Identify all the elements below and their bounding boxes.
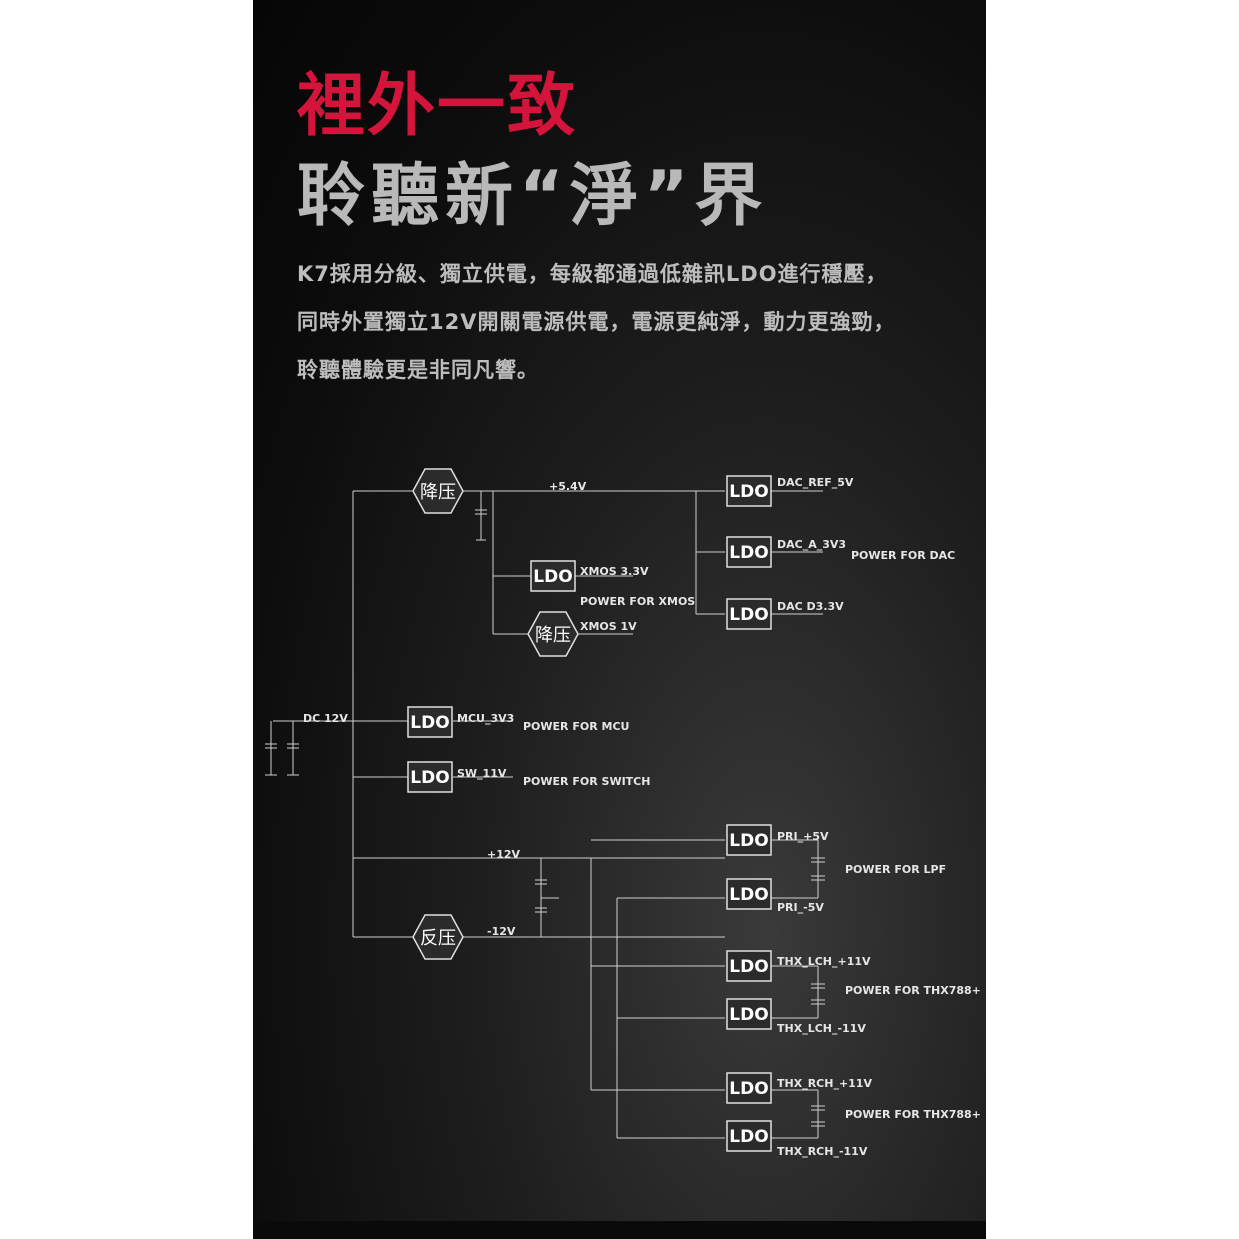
label-sw: SW_11V <box>457 767 507 780</box>
step-down-hex-top: 降压 <box>412 468 464 514</box>
svg-text:LDO: LDO <box>410 768 449 788</box>
svg-text:LDO: LDO <box>729 482 768 502</box>
ldo-thx-lch-p: LDO <box>726 950 772 982</box>
ldo-thx-rch-p: LDO <box>726 1072 772 1104</box>
wires <box>265 490 825 1139</box>
label-xmos1v: XMOS 1V <box>580 620 637 633</box>
step-down-hex-xmos: 降压 <box>527 611 579 657</box>
svg-text:降压: 降压 <box>420 482 456 503</box>
label-power-switch: POWER FOR SWITCH <box>523 775 650 788</box>
ldo-mcu: LDO <box>407 706 453 738</box>
label-dc-input: DC 12V <box>303 712 348 725</box>
label-power-thx-l: POWER FOR THX788+ <box>845 984 981 997</box>
ldo-switch: LDO <box>407 761 453 793</box>
svg-text:LDO: LDO <box>729 1079 768 1099</box>
ldo-pri-m5: LDO <box>726 878 772 910</box>
label-power-thx-r: POWER FOR THX788+ <box>845 1108 981 1121</box>
label-dac-a: DAC_A_3V3 <box>777 538 846 551</box>
label-power-lpf: POWER FOR LPF <box>845 863 946 876</box>
label-power-mcu: POWER FOR MCU <box>523 720 629 733</box>
description-line-2: 同時外置獨立12V開關電源供電，電源更純淨，動力更強勁， <box>297 310 896 334</box>
headline-secondary: 聆聽新“淨”界 <box>297 157 769 236</box>
svg-text:LDO: LDO <box>729 831 768 851</box>
ldo-pri-p5: LDO <box>726 824 772 856</box>
svg-text:LDO: LDO <box>729 885 768 905</box>
label-dac-ref: DAC_REF_5V <box>777 476 854 489</box>
svg-text:LDO: LDO <box>729 605 768 625</box>
headline-primary: 裡外一致 <box>297 67 578 146</box>
label-pri-m5: PRI_-5V <box>777 901 824 914</box>
description-line-3: 聆聽體驗更是非同凡響。 <box>297 358 539 382</box>
ldo-dac-ref: LDO <box>726 475 772 507</box>
svg-text:反压: 反压 <box>420 928 456 949</box>
label-thx-lch-p: THX_LCH_+11V <box>777 955 871 968</box>
label-xmos33: XMOS 3.3V <box>580 565 649 578</box>
product-panel: 裡外一致 聆聽新“淨”界 K7採用分級、獨立供電，每級都通過低雜訊LDO進行穩壓… <box>253 0 986 1239</box>
ldo-thx-lch-m: LDO <box>726 998 772 1030</box>
label-rail-p12: +12V <box>487 848 521 861</box>
ldo-dac-a: LDO <box>726 536 772 568</box>
svg-text:LDO: LDO <box>729 1127 768 1147</box>
label-rail-m12: -12V <box>487 925 516 938</box>
label-power-dac: POWER FOR DAC <box>851 549 955 562</box>
svg-text:LDO: LDO <box>729 543 768 563</box>
svg-text:LDO: LDO <box>410 713 449 733</box>
ldo-xmos: LDO <box>530 560 576 592</box>
label-power-xmos: POWER FOR XMOS <box>580 595 695 608</box>
label-thx-rch-m: THX_RCH_-11V <box>777 1145 868 1158</box>
inverter-hex: 反压 <box>412 914 464 960</box>
label-dac-d: DAC D3.3V <box>777 600 844 613</box>
label-mcu: MCU_3V3 <box>457 712 514 725</box>
ldo-thx-rch-m: LDO <box>726 1120 772 1152</box>
description-line-1: K7採用分級、獨立供電，每級都通過低雜訊LDO進行穩壓， <box>297 262 888 286</box>
label-rail-5v4: +5.4V <box>549 480 587 493</box>
label-thx-rch-p: THX_RCH_+11V <box>777 1077 872 1090</box>
label-thx-lch-m: THX_LCH_-11V <box>777 1022 866 1035</box>
svg-text:降压: 降压 <box>535 625 571 646</box>
svg-text:LDO: LDO <box>729 1005 768 1025</box>
power-tree-diagram: 降压 降压 反压 LDO LDO LDO LDO LDO LDO LDO LDO… <box>265 468 981 1158</box>
svg-text:LDO: LDO <box>533 567 572 587</box>
label-pri-p5: PRI_+5V <box>777 830 829 843</box>
bottom-bar <box>253 1221 986 1239</box>
svg-text:LDO: LDO <box>729 957 768 977</box>
ldo-dac-d: LDO <box>726 598 772 630</box>
